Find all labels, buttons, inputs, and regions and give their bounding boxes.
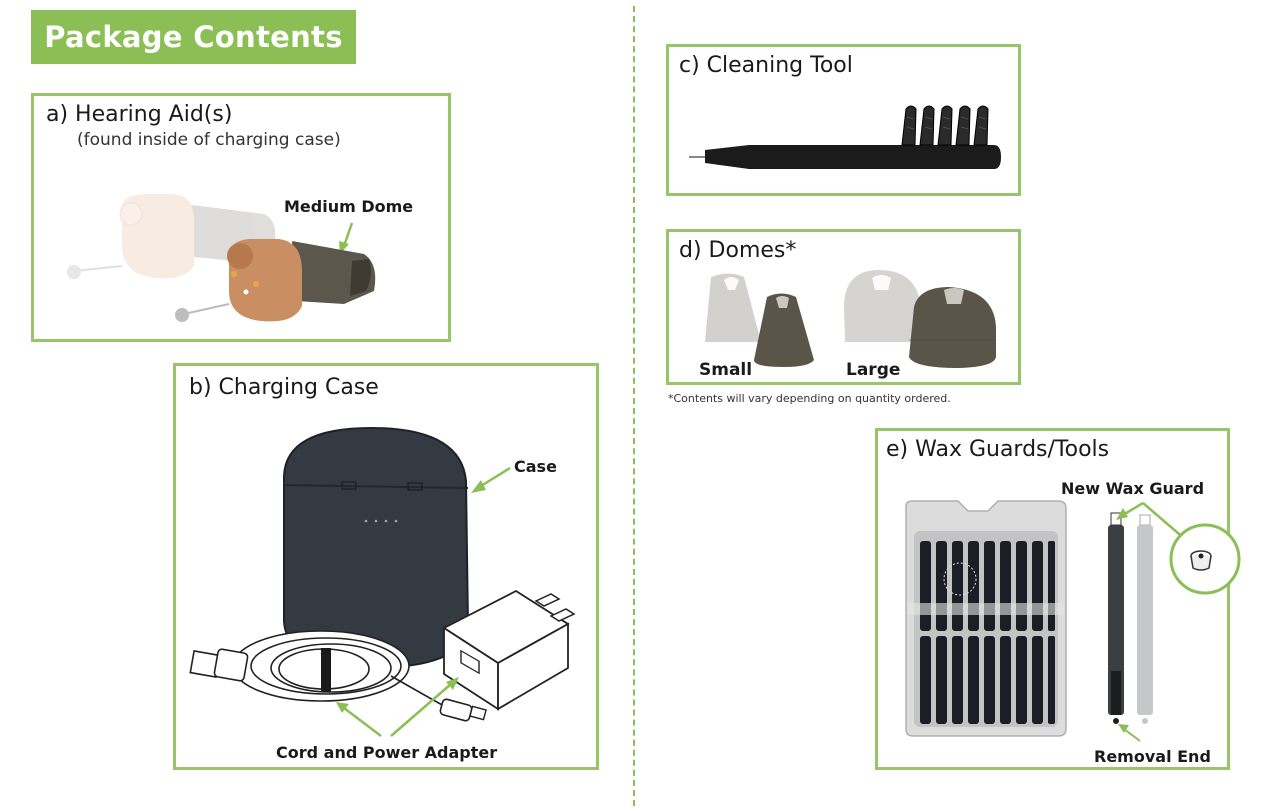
wax-guard-pack-icon	[905, 500, 1067, 737]
label-case: Case	[514, 457, 557, 476]
domes-footnote: *Contents will vary depending on quantit…	[668, 392, 951, 405]
section-title-wax-guards: e) Wax Guards/Tools	[886, 437, 1110, 462]
section-subtitle-hearing-aids: (found inside of charging case)	[77, 130, 341, 150]
section-title-domes: d) Domes*	[679, 238, 797, 263]
center-divider	[633, 6, 635, 806]
dome-icon	[705, 270, 996, 368]
panel-charging-case: b) Charging Case Case Cord and Power Ada…	[173, 363, 599, 770]
section-title-cleaning-tool: c) Cleaning Tool	[679, 53, 853, 78]
section-title-hearing-aids: a) Hearing Aid(s)	[46, 102, 233, 127]
label-cord-and-power-adapter: Cord and Power Adapter	[276, 743, 498, 762]
cleaning-brush-icon	[689, 105, 1001, 169]
panel-wax-guards: e) Wax Guards/Tools New Wax Guard Remova…	[875, 428, 1241, 770]
panel-cleaning-tool: c) Cleaning Tool	[666, 44, 1021, 196]
wax-guard-icon	[1169, 523, 1241, 595]
power-adapter-icon	[336, 589, 576, 737]
label-medium-dome: Medium Dome	[284, 197, 414, 216]
label-new-wax-guard: New Wax Guard	[1061, 479, 1205, 498]
panel-hearing-aids: a) Hearing Aid(s) (found inside of charg…	[31, 93, 451, 342]
section-title-charging-case: b) Charging Case	[189, 375, 379, 400]
panel-domes: d) Domes* Small Large	[666, 229, 1021, 385]
label-removal-end: Removal End	[1094, 747, 1211, 766]
label-large: Large	[846, 360, 901, 380]
label-small: Small	[699, 360, 753, 380]
page-title: Package Contents	[31, 10, 356, 64]
hearing-aid-icon	[67, 194, 376, 322]
usb-cable-icon	[189, 630, 487, 722]
